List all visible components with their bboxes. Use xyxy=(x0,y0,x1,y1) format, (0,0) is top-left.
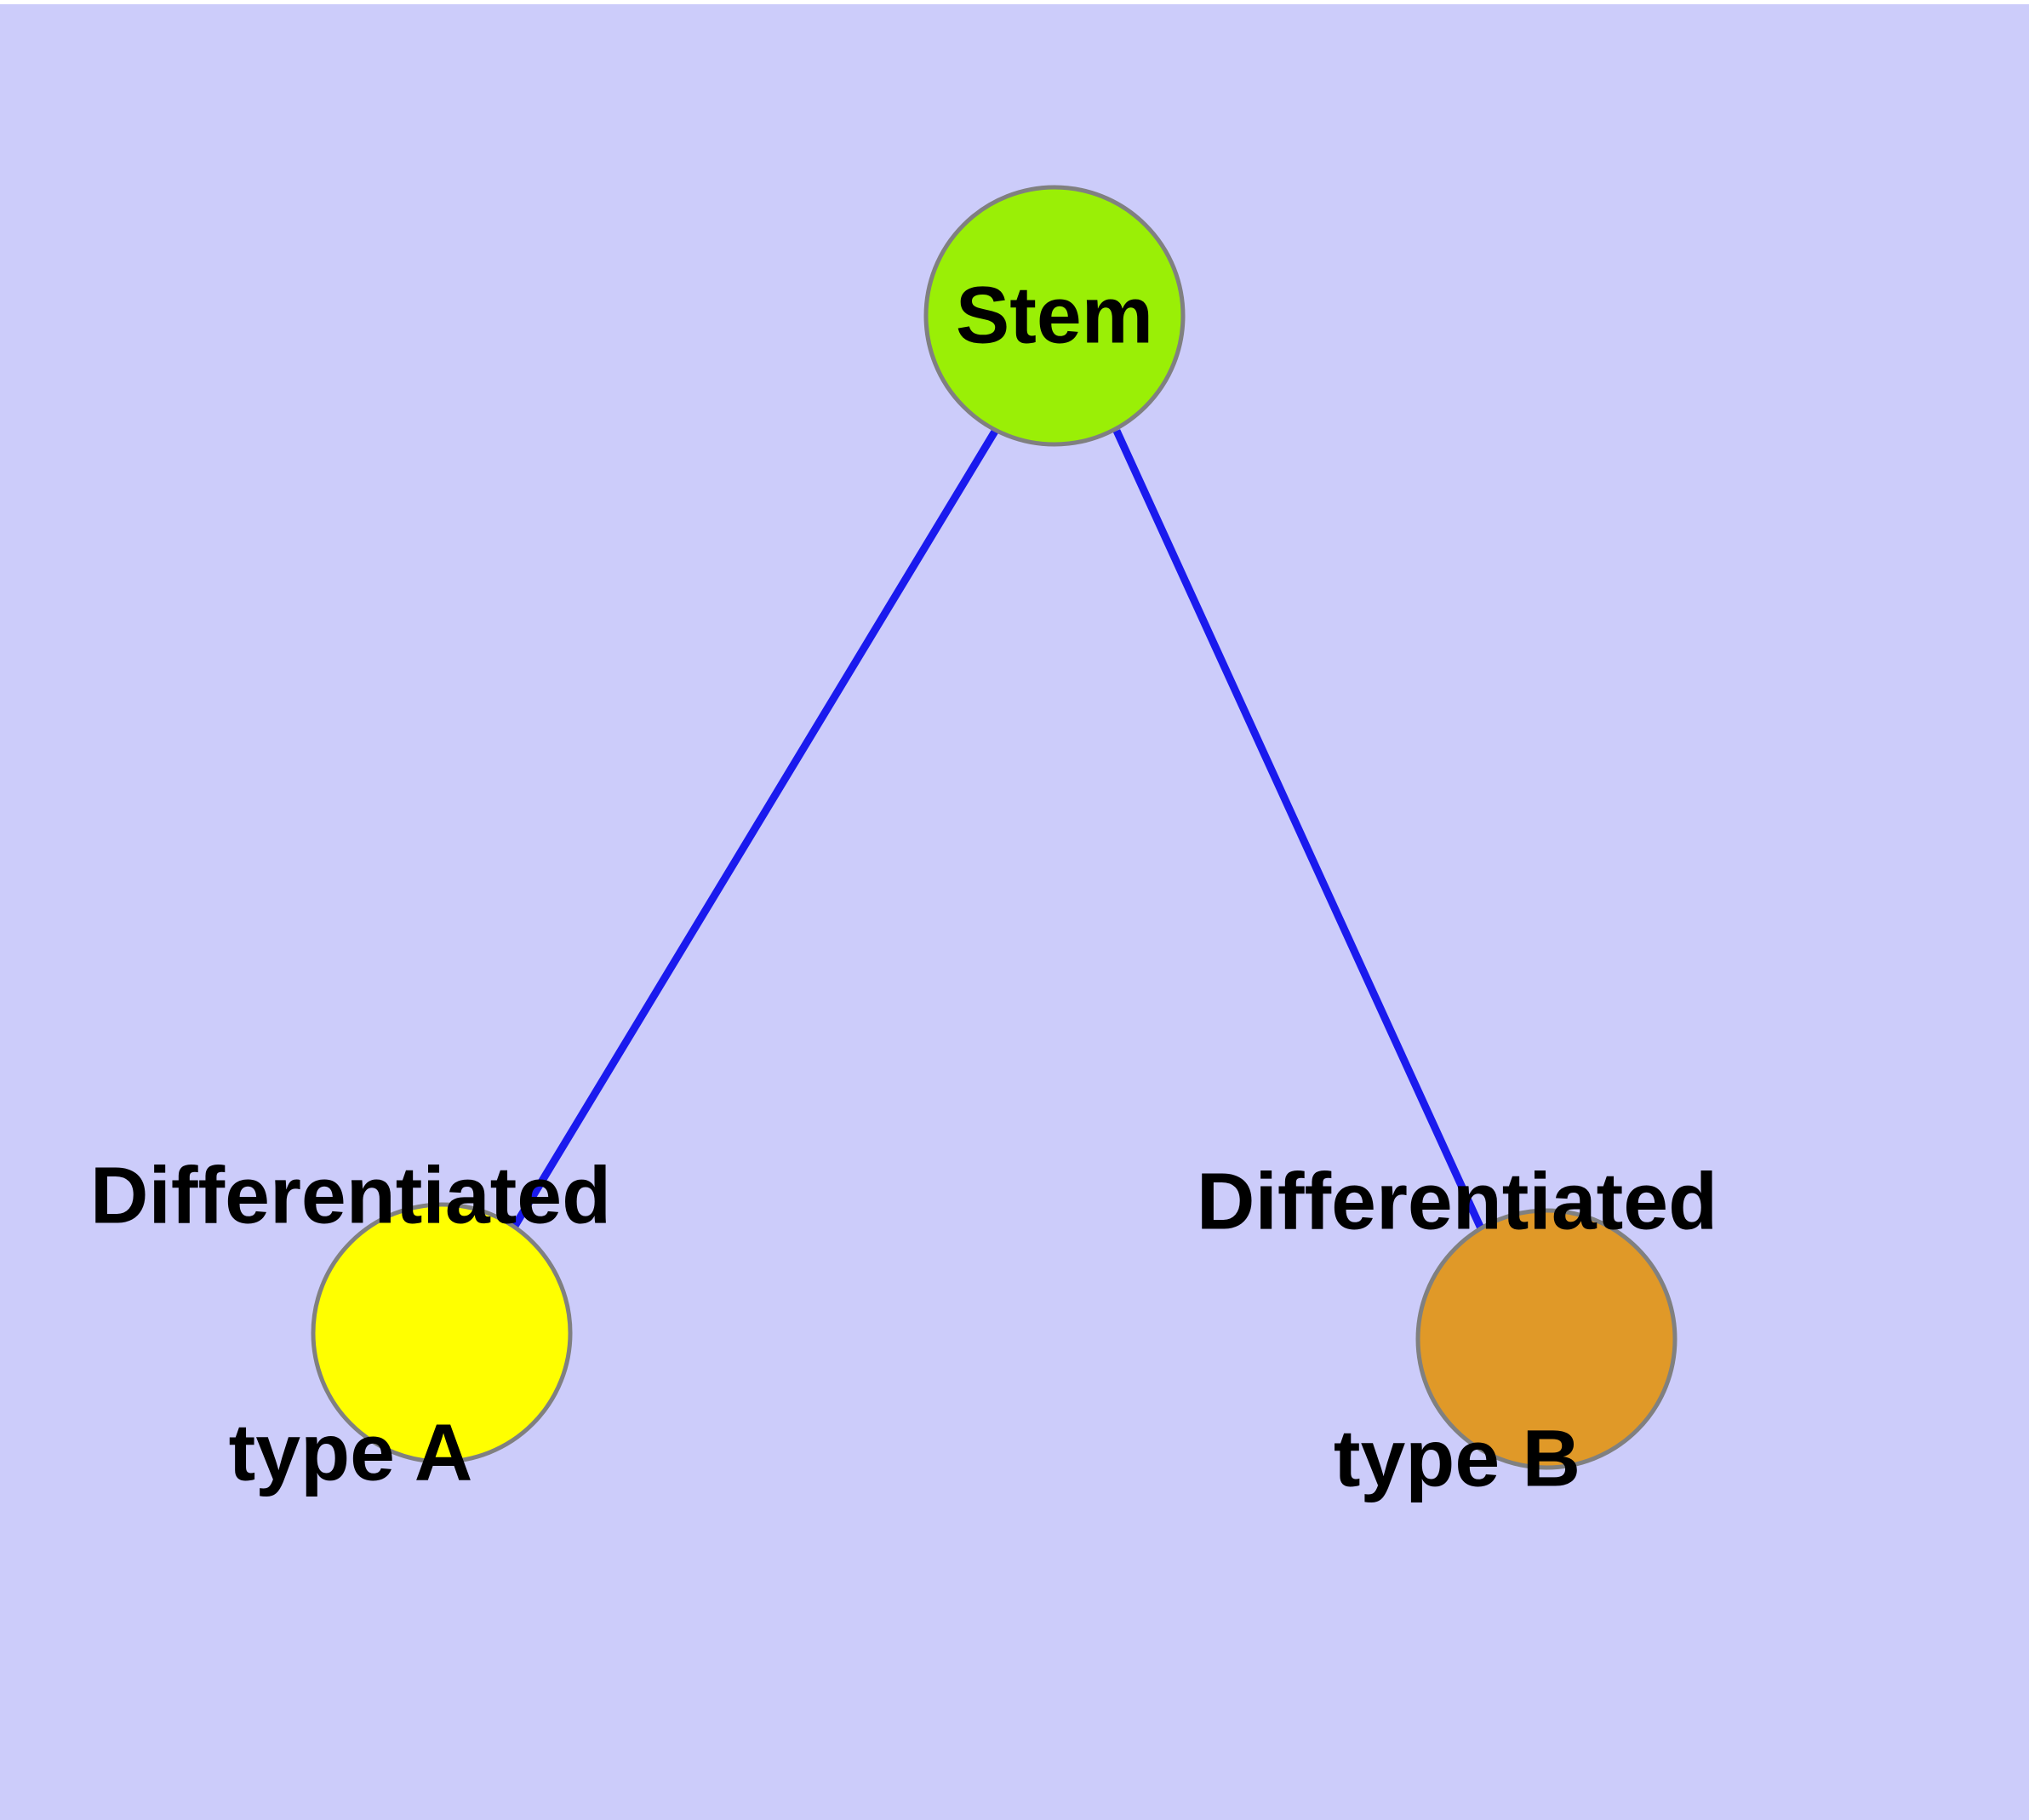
node-differentiated-type-a[interactable] xyxy=(311,1202,573,1464)
node-differentiated-type-b[interactable] xyxy=(1415,1208,1677,1470)
edge-stem-to-differentiated-type-a[interactable] xyxy=(512,427,999,1228)
node-stem[interactable] xyxy=(923,185,1186,447)
edge-layer xyxy=(512,427,1485,1230)
edge-stem-to-differentiated-type-b[interactable] xyxy=(1112,429,1485,1230)
node-layer xyxy=(311,185,1677,1470)
